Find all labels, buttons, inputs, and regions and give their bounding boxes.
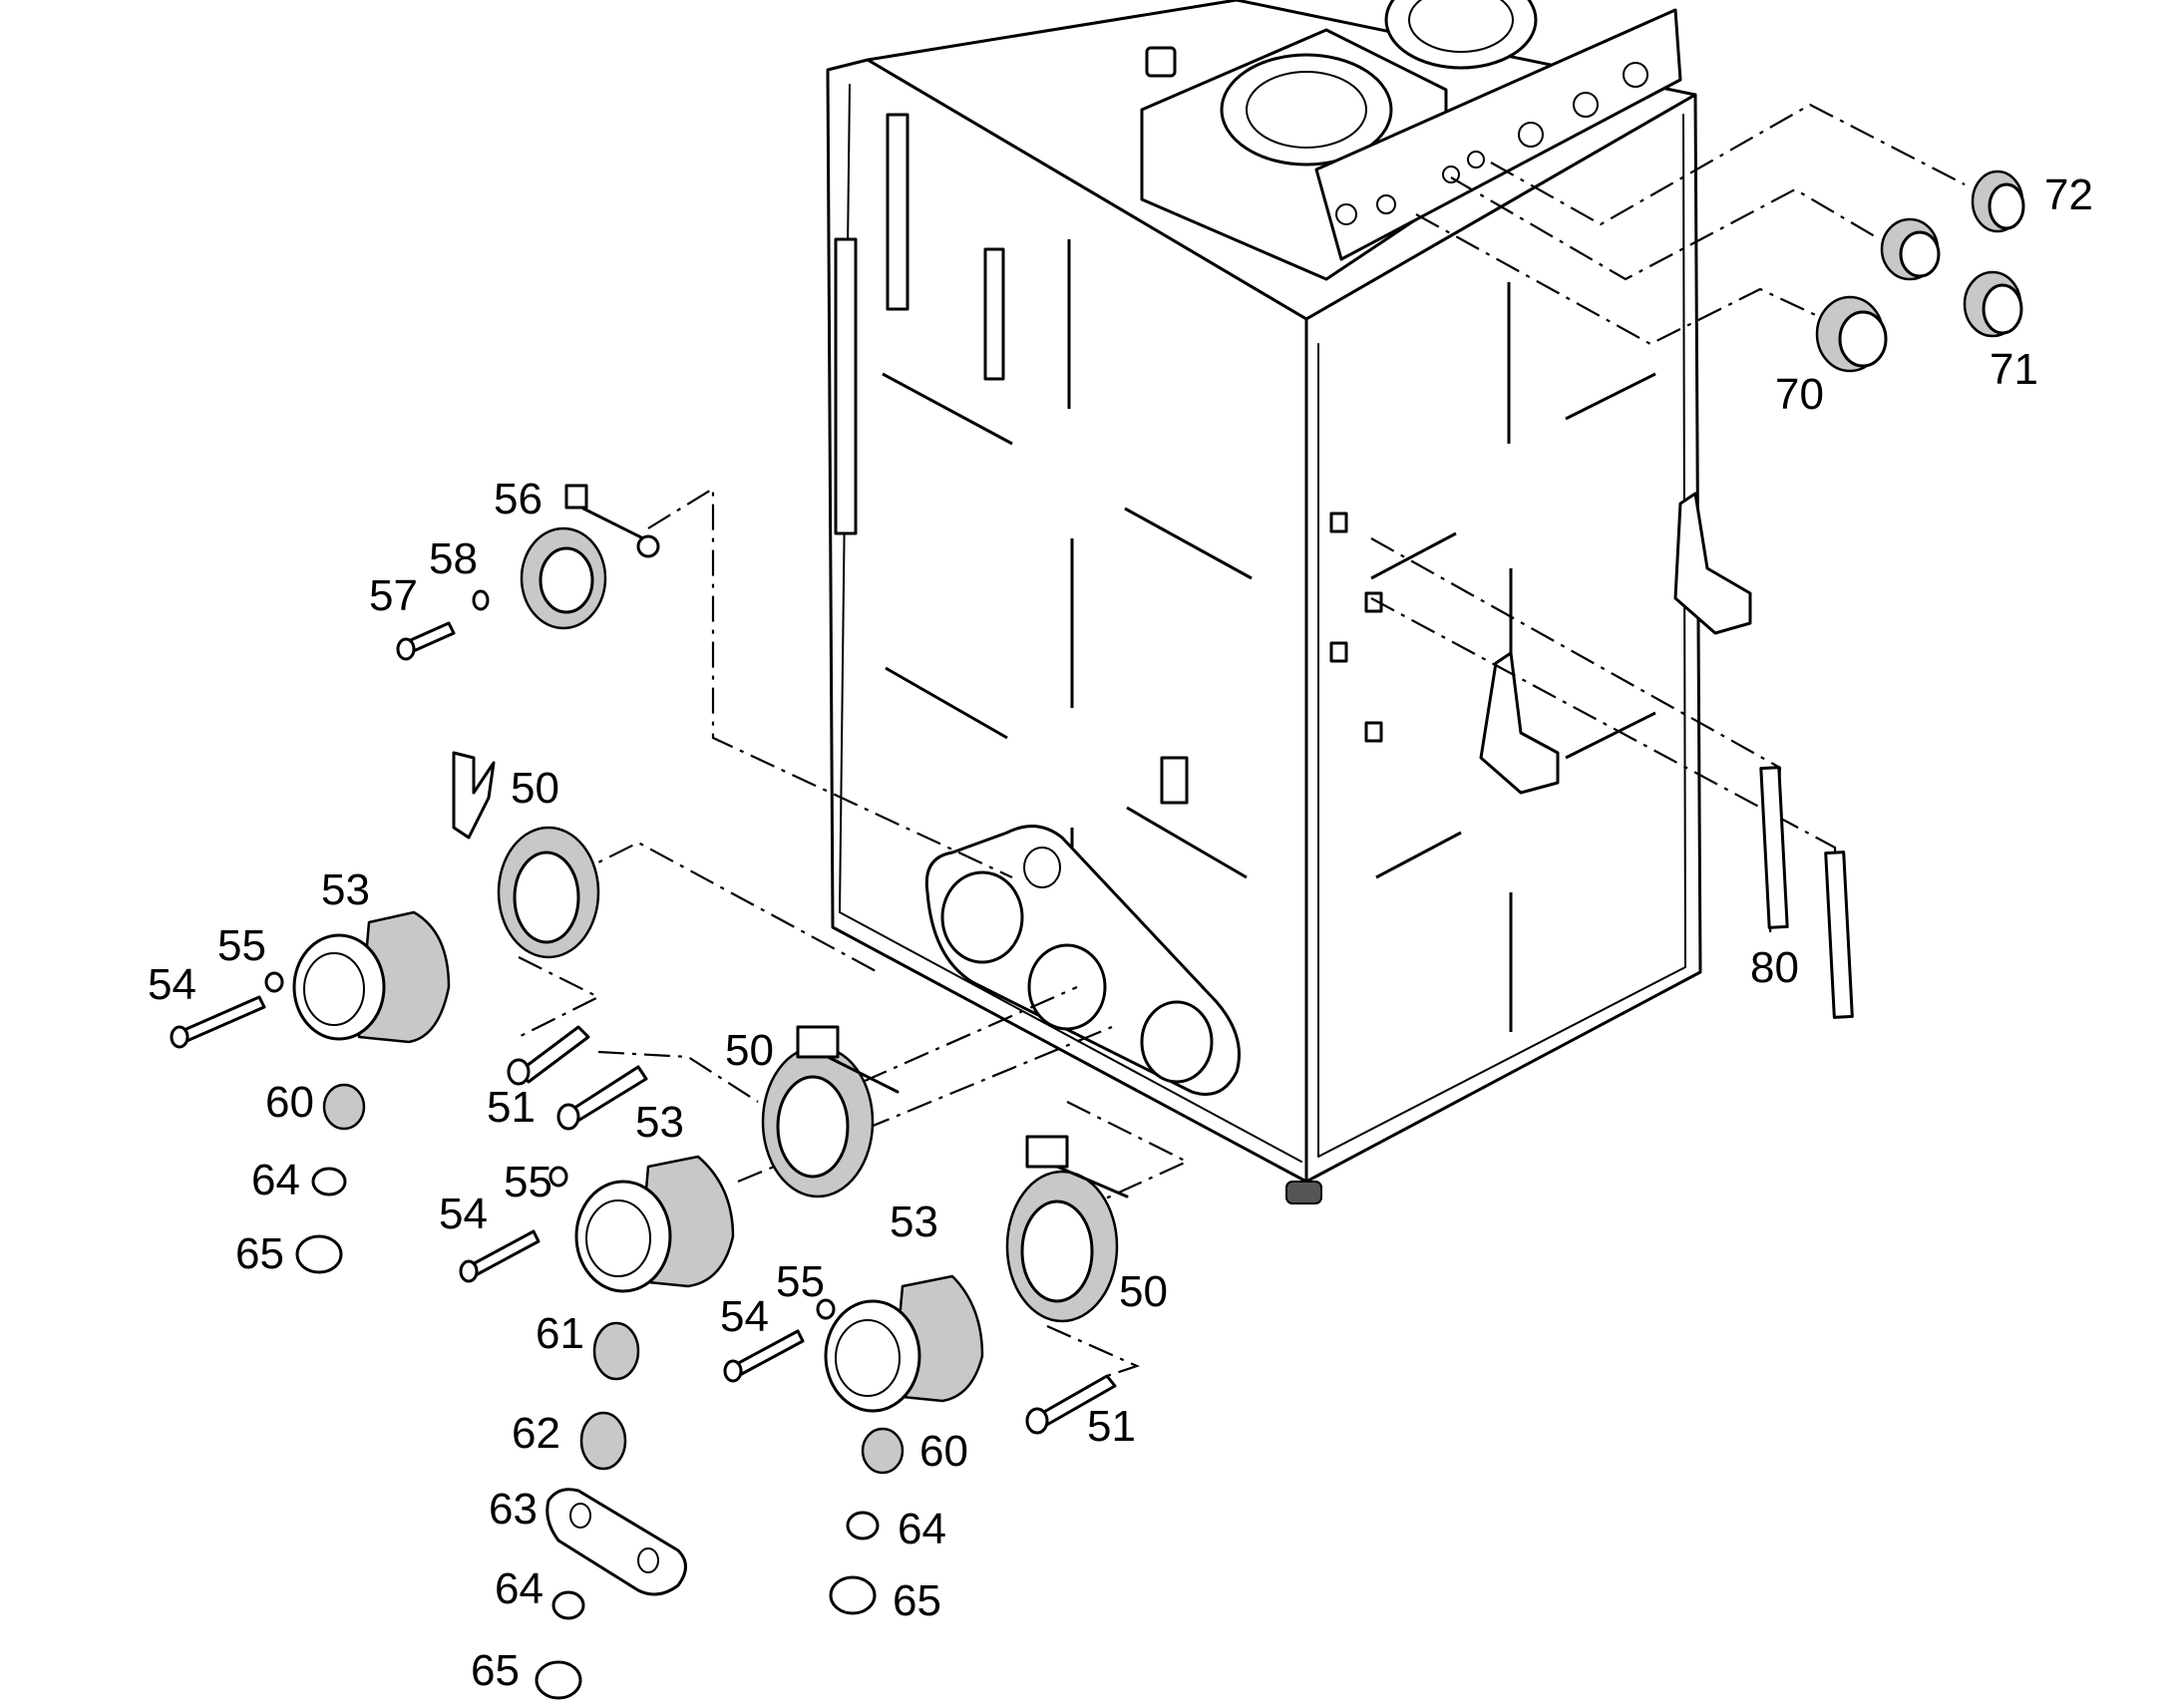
callout-53-a: 53 bbox=[321, 865, 370, 914]
callout-65-c: 65 bbox=[471, 1646, 520, 1695]
fitting-72 bbox=[1971, 170, 2025, 233]
callout-60-a: 60 bbox=[265, 1078, 314, 1127]
return-manifold bbox=[924, 825, 1241, 1096]
strip-80-b bbox=[1824, 851, 1854, 1019]
callout-54-b: 54 bbox=[439, 1190, 488, 1238]
valve-50-c bbox=[1005, 1135, 1129, 1323]
callout-70: 70 bbox=[1775, 370, 1824, 419]
fitting-61 bbox=[592, 1321, 640, 1381]
callout-80: 80 bbox=[1750, 943, 1799, 992]
washer-55-a bbox=[264, 971, 284, 993]
nut-65-b bbox=[535, 1660, 582, 1700]
callout-65-a: 65 bbox=[235, 1229, 284, 1278]
connector-53-a bbox=[292, 910, 451, 1044]
cap-64-b bbox=[551, 1590, 585, 1620]
callout-51-a: 51 bbox=[487, 1083, 536, 1132]
callout-50-b: 50 bbox=[725, 1026, 774, 1075]
bolt-51-a bbox=[507, 1025, 590, 1086]
fitting-70 bbox=[1815, 295, 1888, 373]
fitting-70-a bbox=[1880, 217, 1941, 281]
bolt-51-c bbox=[1025, 1374, 1117, 1435]
left-face-slots bbox=[834, 113, 1253, 957]
callout-64-c: 64 bbox=[495, 1564, 544, 1613]
strip-80-a bbox=[1759, 766, 1789, 929]
callout-55-a: 55 bbox=[217, 921, 266, 970]
bolt-54-b bbox=[459, 1229, 541, 1283]
callout-71: 71 bbox=[1990, 345, 2038, 394]
callout-54-a: 54 bbox=[148, 960, 196, 1009]
callout-51-b: 51 bbox=[1087, 1402, 1136, 1451]
callout-62: 62 bbox=[512, 1409, 560, 1458]
right-face-slots bbox=[1329, 282, 1752, 1032]
washer-55-c bbox=[816, 1298, 836, 1320]
connector-53-b bbox=[574, 1155, 735, 1293]
plate-63 bbox=[545, 1488, 687, 1596]
callout-64-a: 64 bbox=[251, 1156, 300, 1204]
washer-58 bbox=[472, 589, 490, 611]
connector-53-c bbox=[824, 1274, 984, 1413]
nut-65-c bbox=[829, 1575, 877, 1615]
screw-57 bbox=[396, 621, 456, 661]
callout-55-c: 55 bbox=[776, 1257, 825, 1306]
valve-50-a bbox=[452, 751, 600, 959]
callout-54-c: 54 bbox=[720, 1292, 769, 1341]
washer-55-b bbox=[548, 1166, 568, 1188]
callout-64-b: 64 bbox=[898, 1505, 946, 1553]
callout-63: 63 bbox=[489, 1485, 538, 1534]
callout-50-c: 50 bbox=[1119, 1267, 1168, 1316]
valve-50-b bbox=[761, 1025, 900, 1198]
bolt-54-c bbox=[723, 1329, 805, 1383]
callout-53-c: 53 bbox=[890, 1197, 938, 1246]
bolt-54-a bbox=[170, 995, 266, 1049]
callout-72: 72 bbox=[2044, 171, 2093, 219]
fitting-62 bbox=[579, 1411, 627, 1471]
fitting-60-b bbox=[861, 1427, 905, 1475]
bolt-51-b bbox=[556, 1065, 648, 1131]
callout-58: 58 bbox=[429, 534, 478, 583]
callout-53-b: 53 bbox=[635, 1098, 684, 1147]
callout-60-b: 60 bbox=[919, 1427, 968, 1476]
nut-65-a bbox=[295, 1234, 343, 1274]
callout-56: 56 bbox=[494, 475, 543, 523]
boiler-body bbox=[826, 0, 1752, 1204]
cap-64-c bbox=[846, 1511, 880, 1540]
callout-61: 61 bbox=[536, 1309, 584, 1358]
fitting-60-a bbox=[322, 1083, 366, 1131]
callout-65-b: 65 bbox=[893, 1576, 941, 1625]
callout-55-b: 55 bbox=[504, 1158, 552, 1206]
fitting-71 bbox=[1963, 270, 2023, 338]
valve-56 bbox=[520, 484, 660, 630]
top-outlets bbox=[1140, 0, 1682, 281]
callout-labels: 72 71 70 56 58 57 50 53 55 54 80 51 50 6… bbox=[148, 171, 2093, 1695]
callout-50-a: 50 bbox=[511, 764, 559, 813]
callout-57: 57 bbox=[369, 571, 418, 620]
cap-64-a bbox=[311, 1167, 347, 1196]
